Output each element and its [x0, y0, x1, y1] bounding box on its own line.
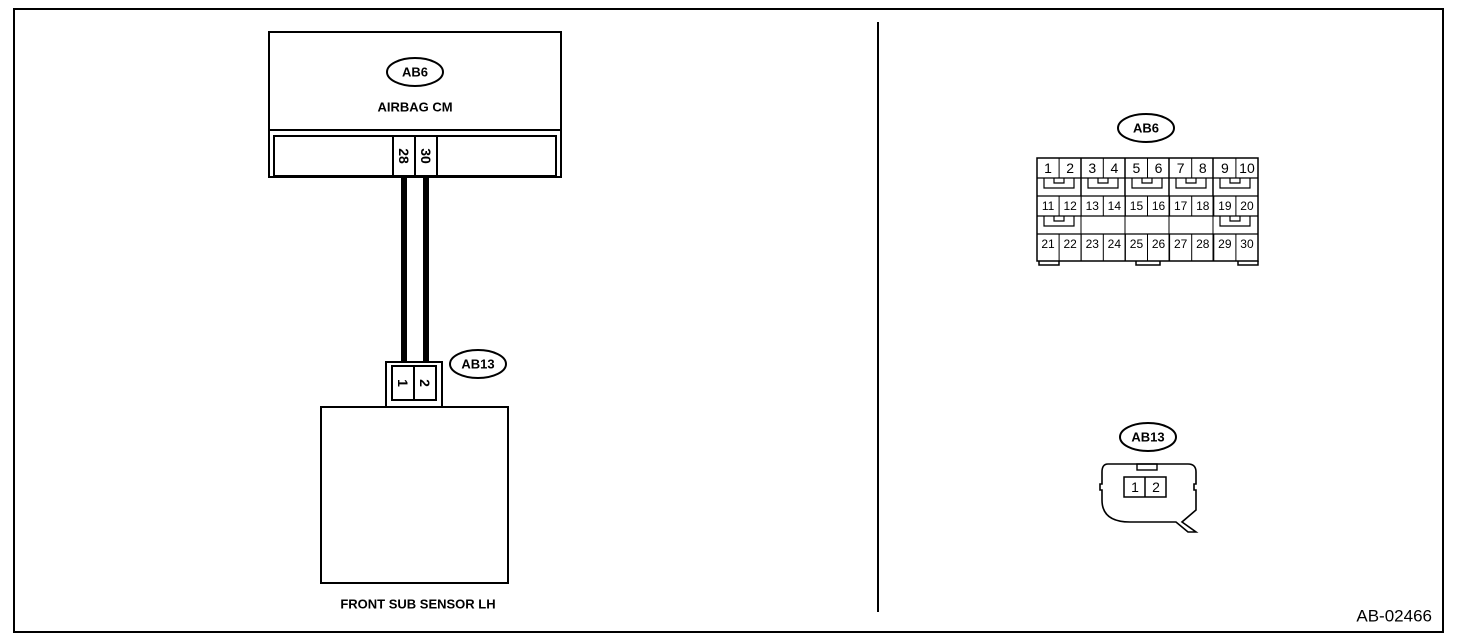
airbag-cm-connector-id: AB6 — [402, 65, 428, 80]
view-ab6-connector-id: AB6 — [1133, 121, 1159, 136]
ab6-pin-8: 8 — [1199, 160, 1207, 176]
sensor-connector: 1 2 AB13 — [385, 349, 507, 408]
ab6-pin-28: 28 — [1196, 237, 1210, 251]
ab6-pin-26: 26 — [1152, 237, 1166, 251]
airbag-cm-label: AIRBAG CM — [377, 100, 452, 115]
ab13-pin-1: 1 — [1131, 479, 1139, 495]
ab6-pin-7: 7 — [1177, 160, 1185, 176]
ab6-pin-10: 10 — [1239, 160, 1255, 176]
ab13-pin-2: 2 — [1152, 479, 1160, 495]
airbag-cm-pin-30: 30 — [418, 148, 434, 164]
ab6-pin-11: 11 — [1042, 199, 1055, 213]
ab6-pin-14: 14 — [1108, 199, 1122, 213]
ab6-pin-22: 22 — [1063, 237, 1077, 251]
ab6-pin-27: 27 — [1174, 237, 1188, 251]
ab6-pin-5: 5 — [1133, 160, 1141, 176]
ab6-pin-17: 17 — [1174, 199, 1188, 213]
sensor-label: FRONT SUB SENSOR LH — [340, 597, 495, 612]
ab6-pin-30: 30 — [1240, 237, 1254, 251]
ab6-pin-23: 23 — [1086, 237, 1100, 251]
ab6-pin-24: 24 — [1108, 237, 1122, 251]
sensor-connector-id: AB13 — [461, 357, 494, 372]
front-sub-sensor-body — [320, 406, 509, 584]
ab6-pin-3: 3 — [1088, 160, 1096, 176]
airbag-cm-pin-28: 28 — [396, 148, 412, 164]
sensor-pin-1: 1 — [395, 379, 411, 387]
ab6-pin-6: 6 — [1155, 160, 1163, 176]
ab6-pin-9: 9 — [1221, 160, 1229, 176]
figure-id: AB-02466 — [1356, 607, 1432, 626]
ab6-pin-18: 18 — [1196, 199, 1210, 213]
ab6-pin-2: 2 — [1066, 160, 1074, 176]
view-badge-ab6 — [1117, 113, 1175, 143]
ab6-pin-19: 19 — [1218, 199, 1232, 213]
ab6-pin-21: 21 — [1041, 237, 1055, 251]
connector-badge-ab13 — [449, 349, 507, 379]
ab6-pin-16: 16 — [1152, 199, 1166, 213]
ab13-connector-face: 1 2 — [1099, 463, 1199, 533]
airbag-cm-unit: 28 30 AB6 AIRBAG CM — [268, 31, 562, 178]
diagram-border — [13, 8, 1444, 633]
ab6-pin-25: 25 — [1130, 237, 1144, 251]
ab6-pin-13: 13 — [1086, 199, 1100, 213]
view-ab13-connector-id: AB13 — [1131, 430, 1164, 445]
ab6-pin-1: 1 — [1044, 160, 1052, 176]
ab6-pin-29: 29 — [1218, 237, 1232, 251]
sensor-pin-2: 2 — [417, 379, 433, 387]
ab6-pin-20: 20 — [1240, 199, 1254, 213]
ab6-pin-15: 15 — [1130, 199, 1144, 213]
ab6-pin-12: 12 — [1063, 199, 1077, 213]
ab6-pin-4: 4 — [1110, 160, 1118, 176]
view-badge-ab13 — [1119, 422, 1177, 452]
connector-badge-ab6 — [386, 57, 444, 87]
